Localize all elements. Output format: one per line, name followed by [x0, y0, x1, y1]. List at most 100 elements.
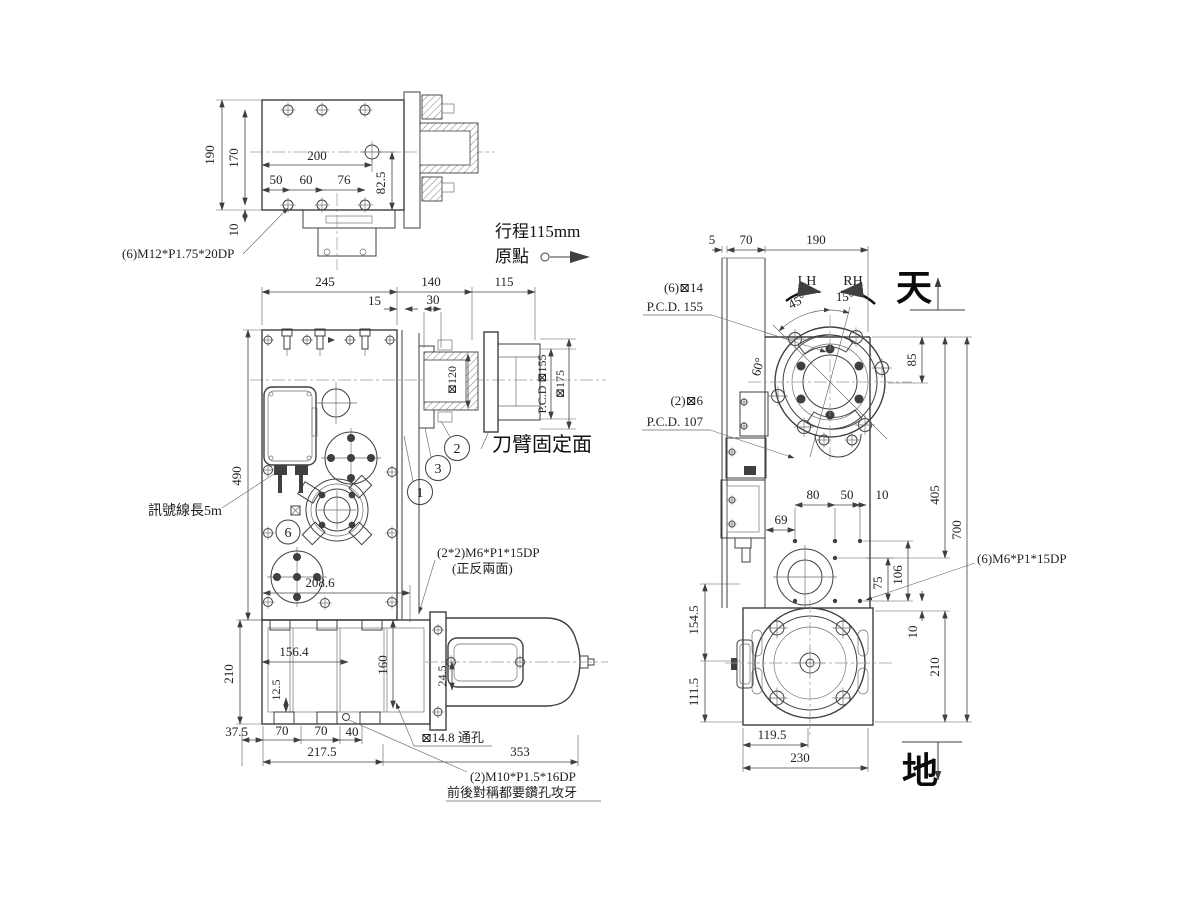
origin-text: 原點 — [495, 247, 529, 266]
orientation-sky: 天 — [896, 268, 965, 311]
balloon-2 — [444, 435, 470, 461]
dim-10r: 10 — [905, 626, 920, 639]
rotary-flange — [748, 306, 912, 462]
callout-pcd155: P.C.D. 155 — [647, 299, 703, 314]
callout-m10-note: 前後對稱都要鑽孔攻牙 — [447, 785, 577, 800]
dim-50s: 50 — [841, 487, 854, 502]
arm-mount-plate — [483, 331, 499, 433]
side-view: 45° 15° 60° LH RH 80 50 10 69 106 75 (6)… — [642, 232, 1067, 791]
dim-119-5: 119.5 — [758, 727, 787, 742]
arm-fixing-face-label: 刀臂固定面 — [492, 433, 592, 456]
dim-85: 85 — [904, 354, 919, 367]
balloon-1-label: 1 — [417, 486, 424, 501]
dim-30: 30 — [427, 292, 440, 307]
dim-24-5: 24.5 — [435, 666, 449, 687]
dim-353: 353 — [510, 744, 530, 759]
ground-label: 地 — [902, 751, 938, 791]
cable-gland — [295, 465, 308, 475]
dim-12-5: 12.5 — [269, 680, 283, 701]
dim-15: 15 — [368, 293, 381, 308]
motor-base — [725, 600, 892, 735]
balloon-6-label: 6 — [285, 526, 292, 541]
lh-arrow — [785, 280, 822, 302]
dim-70a: 70 — [276, 723, 289, 738]
dim-115: 115 — [494, 274, 513, 289]
dim-217-5: 217.5 — [307, 744, 336, 759]
label-lh: LH — [798, 274, 817, 289]
hatched-flange-bottom — [421, 176, 443, 202]
dim-80: 80 — [807, 487, 820, 502]
balloon-2-label: 2 — [454, 442, 461, 457]
dim-210f: 210 — [221, 664, 236, 684]
dim-75: 75 — [870, 577, 885, 590]
stroke-note: 行程115mm 原點 — [495, 222, 590, 266]
balloon-1 — [407, 479, 433, 505]
dim-106: 106 — [890, 565, 905, 585]
dim-210s: 210 — [927, 657, 942, 677]
stroke-arrow — [570, 251, 590, 263]
dim-230: 230 — [790, 750, 810, 765]
dim-200: 200 — [307, 148, 327, 163]
dim-170: 170 — [226, 148, 241, 168]
dim-405: 405 — [927, 485, 942, 505]
origin-point — [540, 252, 550, 262]
dim-70b: 70 — [315, 723, 328, 738]
m10-hole — [342, 713, 350, 721]
dim-60: 60 — [300, 172, 313, 187]
dim-160: 160 — [375, 655, 390, 675]
stroke-text: 行程115mm — [495, 222, 580, 241]
callout-m6: (2*2)M6*P1*15DP — [437, 545, 540, 560]
dim-69: 69 — [775, 512, 788, 527]
rh-arrow — [839, 281, 876, 305]
dim-10: 10 — [226, 224, 241, 237]
cam-assembly — [290, 474, 373, 546]
callout-m10: (2)M10*P1.5*16DP — [470, 769, 576, 784]
dim-10m: 10 — [876, 487, 889, 502]
signal-cable-label: 訊號線長5m — [148, 503, 222, 519]
index-plunger — [315, 382, 357, 424]
callout-m6-note: (正反兩面) — [452, 561, 513, 576]
dim-76: 76 — [338, 172, 352, 187]
dim-700: 700 — [949, 520, 964, 540]
side-sensor-boxes — [720, 391, 769, 563]
dim-140: 140 — [421, 274, 441, 289]
lower-boss — [814, 433, 862, 458]
dim-208-6: 208.6 — [305, 575, 335, 590]
upper-bolt-circle — [321, 428, 381, 488]
angle-60: 60° — [748, 356, 767, 377]
top-studs — [281, 328, 371, 356]
junction-box — [263, 386, 318, 493]
cable-gland — [274, 465, 287, 475]
dim-154-5: 154.5 — [686, 605, 701, 634]
terminal-box — [447, 637, 524, 688]
callout-m6-side: (6)M6*P1*15DP — [977, 551, 1067, 566]
dim-d175: ⊠175 — [553, 370, 567, 398]
label-rh: RH — [843, 274, 862, 289]
callout-m12: (6)M12*P1.75*20DP — [122, 246, 234, 261]
dim-d120: ⊠120 — [445, 366, 459, 394]
dim-111-5: 111.5 — [686, 678, 701, 706]
callout-hole-14-8: ⊠14.8 通孔 — [421, 730, 484, 745]
hatched-flange-top — [421, 94, 443, 120]
dim-490: 490 — [229, 466, 244, 486]
callout-d6: (2)⊠6 — [670, 393, 703, 408]
callout-d14: (6)⊠14 — [664, 280, 704, 295]
dim-pcd155: P.C.D ⊠155 — [535, 354, 549, 413]
sky-label: 天 — [896, 268, 932, 308]
top-view: 190 170 10 200 50 60 76 82.5 (6)M12*P1.7… — [122, 91, 495, 270]
dim-190: 190 — [202, 145, 217, 165]
dim-40: 40 — [346, 724, 359, 739]
dim-190s: 190 — [806, 232, 826, 247]
balloon-6 — [275, 519, 301, 545]
dim-82-5: 82.5 — [373, 172, 388, 195]
dim-156-4: 156.4 — [279, 644, 309, 659]
motor — [425, 611, 608, 731]
callout-pcd107: P.C.D. 107 — [647, 414, 704, 429]
dim-5: 5 — [709, 232, 716, 247]
orientation-ground: 地 — [902, 741, 962, 791]
arm-cylinder — [497, 343, 541, 421]
dim-70s: 70 — [740, 232, 753, 247]
gearbox — [261, 619, 431, 725]
